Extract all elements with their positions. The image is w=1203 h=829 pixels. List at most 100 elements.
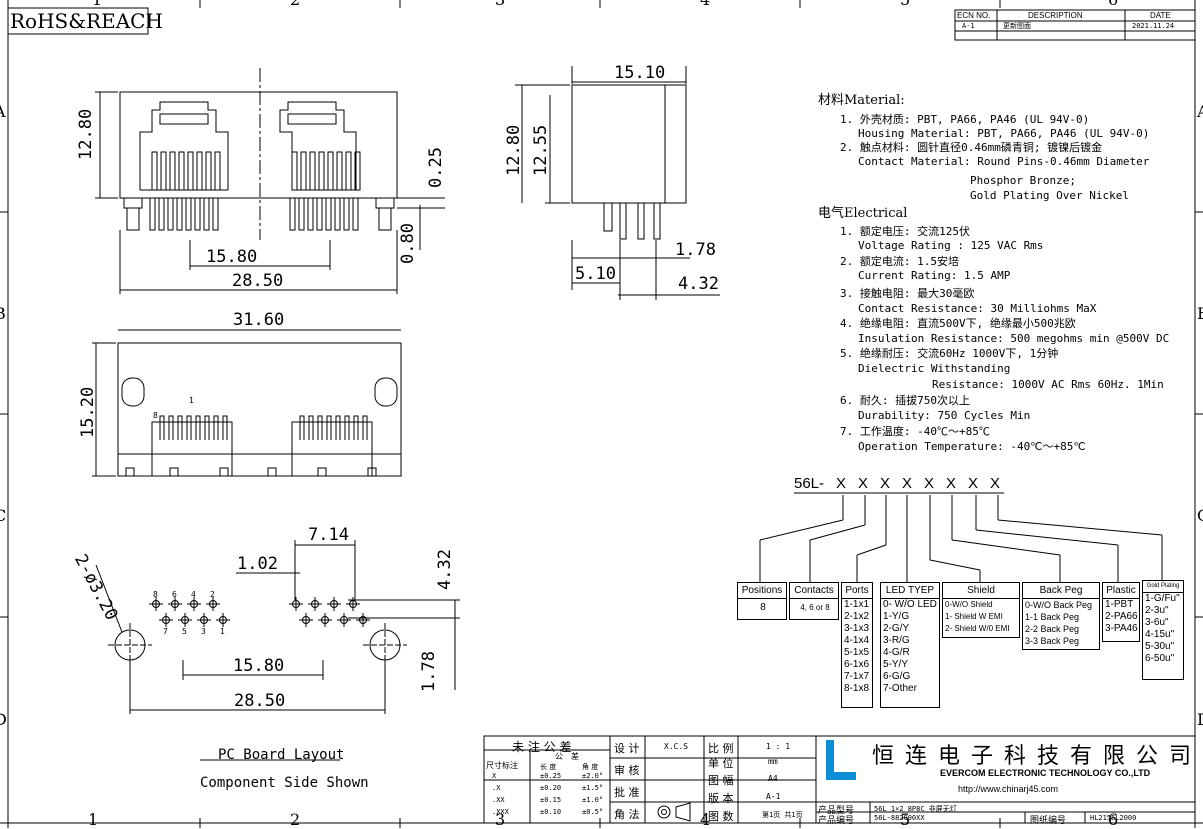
spec-e6e: Durability: 750 Cycles Min xyxy=(858,409,1031,422)
tb-col-angle: 角 度 xyxy=(582,763,599,771)
tb-pages: 图 数 xyxy=(708,810,734,823)
pin xyxy=(167,197,174,231)
contact-finger xyxy=(291,151,298,191)
tolerance-cell: ±0.5° xyxy=(582,808,604,816)
tb-drawing-no: 图纸编号 xyxy=(1030,816,1067,826)
pad xyxy=(311,600,319,608)
contact-finger xyxy=(327,151,334,191)
spec-e7e: Operation Temperature: -40℃～+85℃ xyxy=(858,440,1086,453)
tb-version: 版 本 xyxy=(708,792,734,805)
option-title: LED TYEP xyxy=(881,583,939,599)
option-line: 4-15u" xyxy=(1145,629,1175,640)
pin xyxy=(149,197,156,231)
tb-unmarked-tol: 未 注 公 差 xyxy=(512,740,572,754)
dim-15-80-front: 15.80 xyxy=(206,247,258,267)
rohs-label: RoHS&REACH xyxy=(10,9,163,33)
col-label-1-bottom: 1 xyxy=(88,810,99,829)
part-code-x2: X xyxy=(858,475,869,492)
part-code-x1: X xyxy=(836,475,847,492)
option-positions: Positions 8 xyxy=(737,582,787,620)
contact-spring xyxy=(344,415,350,440)
contact-finger xyxy=(205,151,212,191)
tb-unit: 单 位 xyxy=(708,757,734,770)
option-line: 2-G/Y xyxy=(883,623,910,634)
tb-drawing-no-val: HL2156L2000 xyxy=(1090,814,1137,822)
option-line: 5-Y/Y xyxy=(883,659,909,670)
pad xyxy=(181,616,189,624)
option-line: 1- Shield W EMI xyxy=(945,612,1003,621)
tb-angle-method: 角 法 xyxy=(614,808,640,821)
tb-tol: 公 差 xyxy=(555,752,579,761)
pcb-title: PC Board Layout xyxy=(218,747,345,763)
option-line: 4-G/R xyxy=(883,647,910,658)
rev-header-date: DATE xyxy=(1150,11,1171,20)
spec-e2: 2. 额定电流: 1.5安培 xyxy=(840,255,959,268)
option-line: 0- W/O LED xyxy=(883,599,937,610)
tolerance-cell: .XXX xyxy=(492,808,509,816)
contact-spring xyxy=(362,415,368,440)
pcb-pin-5: 5 xyxy=(182,627,187,636)
option-lines: 1-G/Fu"2-3u"3-6u"4-15u"5-30u"6-50u" xyxy=(1143,593,1183,665)
option-contacts: Contacts 4, 6 or 8 xyxy=(789,582,839,620)
option-line: 6-50u" xyxy=(1145,653,1175,664)
pad xyxy=(209,600,217,608)
contact-spring xyxy=(213,415,219,440)
tb-pages-val: 第1页 共1页 xyxy=(762,811,803,819)
dim-12-55: 12.55 xyxy=(531,124,551,176)
contact-spring xyxy=(353,415,359,440)
dim-0-80: 0.80 xyxy=(398,223,418,264)
pcb-pin-8: 8 xyxy=(153,590,158,599)
contact-spring xyxy=(186,415,192,440)
slot xyxy=(367,467,377,477)
contact-spring xyxy=(159,415,165,440)
tolerance-cell: ±0.25 xyxy=(540,772,562,780)
dim-12-80-side: 12.80 xyxy=(504,124,524,176)
option-line: 2- Shield W/0 EMI xyxy=(945,624,1010,633)
pad xyxy=(349,600,357,608)
contact-spring xyxy=(222,415,228,440)
rev-header-desc: DESCRIPTION xyxy=(1028,11,1083,20)
dim-12-80-front: 12.80 xyxy=(76,108,96,160)
company-url[interactable]: http://www.chinarj45.com xyxy=(958,784,1059,794)
tb-product-model-val: 56L 1×2 8P8C 非屏无灯 xyxy=(874,805,957,813)
spec-e4: 4. 绝缘电阻: 直流500V下, 绝缘最小500兆欧 xyxy=(840,317,1076,330)
option-line: 2-PA66 xyxy=(1105,611,1138,622)
option-line: 4, 6 or 8 xyxy=(800,603,830,612)
slot xyxy=(317,467,327,477)
pcb-pin-3: 3 xyxy=(201,627,206,636)
pad xyxy=(190,600,198,608)
option-line: 2-3u" xyxy=(1145,605,1169,616)
slot xyxy=(267,467,277,477)
option-line: 3-3 Back Peg xyxy=(1025,636,1080,646)
pin xyxy=(289,197,296,231)
contact-finger xyxy=(214,151,221,191)
tolerance-cell: ±0.20 xyxy=(540,784,562,792)
row-label-c: C xyxy=(0,506,7,525)
pcb-subtitle: Component Side Shown xyxy=(200,775,369,791)
option-line: 5-1x5 xyxy=(844,647,870,658)
tb-approve: 批 准 xyxy=(614,786,640,799)
part-code-x8: X xyxy=(990,475,1001,492)
rev-header-ecn: ECN NO. xyxy=(957,11,991,20)
spec-e5: 5. 绝缘耐压: 交流60Hz 1000V下, 1分钟 xyxy=(840,347,1059,360)
part-code-x6: X xyxy=(946,475,957,492)
part-code-x7: X xyxy=(968,475,979,492)
slot xyxy=(169,467,179,477)
col-label-4: 4 xyxy=(700,0,710,8)
contact-finger xyxy=(336,151,343,191)
option-title: Shield xyxy=(943,583,1019,599)
option-title: Contacts xyxy=(790,583,838,599)
dim-5-10: 5.10 xyxy=(575,264,616,284)
option-line: 2-1x2 xyxy=(844,611,870,622)
contact-finger xyxy=(151,151,158,191)
row-label-b-right: B xyxy=(1197,304,1203,323)
pcb-pin-6: 6 xyxy=(172,590,177,599)
tb-product-no: 产品编号 xyxy=(818,816,855,826)
dim-4-32-side: 4.32 xyxy=(678,274,719,294)
col-label-2-bottom: 2 xyxy=(290,810,301,829)
